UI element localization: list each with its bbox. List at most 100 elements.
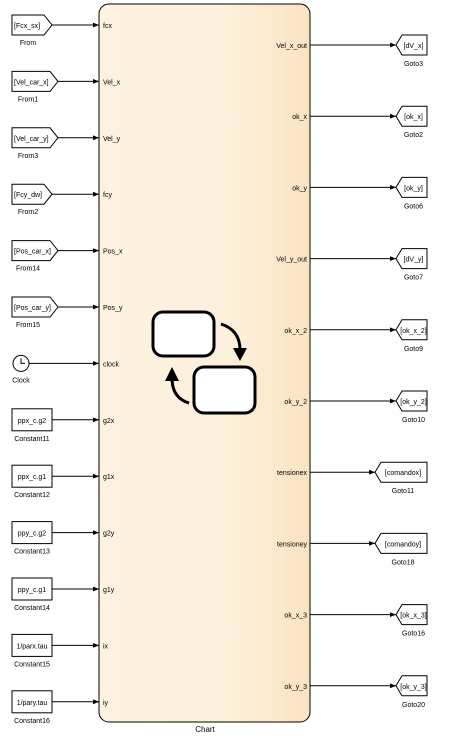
goto-block-tag: [ok_x] xyxy=(404,114,423,121)
constant-caption: Constant12 xyxy=(14,492,50,499)
chart-input-port-label: Pos_y xyxy=(103,305,123,312)
input-3: fcy [Fcy_dw] From2 xyxy=(11,183,112,216)
from-block[interactable]: [Pos_car_y] xyxy=(11,296,59,318)
from-block-tag: [Pos_car_x] xyxy=(14,249,51,256)
goto-block-tag: [dV_x] xyxy=(404,43,424,50)
constant-caption: Constant14 xyxy=(14,605,50,612)
from-block[interactable]: [Pos_car_x] xyxy=(11,240,59,262)
goto-block-caption: Goto6 xyxy=(404,203,423,210)
goto-block[interactable]: [dV_x] xyxy=(395,34,428,56)
constant-block[interactable]: ppy_c.g1 xyxy=(11,577,53,601)
input-2: Vel_y [Vel_car_y] From3 xyxy=(11,127,121,160)
chart-input-port-label: Vel_x xyxy=(103,79,121,86)
goto-block-caption: Goto18 xyxy=(392,559,415,566)
chart-output-port-label: Vel_y_out xyxy=(276,257,307,264)
output-2: ok_y [ok_y] Goto6 xyxy=(292,176,428,210)
output-7: tensioney[comandoy]Goto18 xyxy=(277,532,428,566)
constant-value: ppx_c.g1 xyxy=(18,474,47,481)
constant-value: ppy_c.g2 xyxy=(18,531,47,538)
goto-block-caption: Goto9 xyxy=(404,346,423,353)
from-block-tag: [Pos_car_y] xyxy=(14,305,51,312)
chart-block[interactable] xyxy=(98,3,311,723)
chart-caption: Chart xyxy=(195,725,215,734)
from-block-caption: From15 xyxy=(16,322,40,329)
goto-block[interactable]: [ok_x] xyxy=(395,105,428,127)
goto-block-caption: Goto11 xyxy=(392,488,415,495)
constant-caption: Constant16 xyxy=(14,718,50,725)
chart-input-port-label: Vel_y xyxy=(103,136,121,143)
clock-block[interactable] xyxy=(12,354,30,372)
constant-caption: Constant15 xyxy=(14,661,50,668)
clock-caption: Clock xyxy=(12,377,30,384)
constant-caption: Constant13 xyxy=(14,549,50,556)
goto-block[interactable]: [ok_y_2] xyxy=(395,390,428,412)
from-block-caption: From14 xyxy=(16,266,40,273)
from-block-caption: From3 xyxy=(18,153,38,160)
goto-block[interactable]: [dV_y] xyxy=(395,248,428,270)
from-block-caption: From xyxy=(20,40,37,47)
chart-input-port-label: Pos_x xyxy=(103,249,123,256)
constant-value: 1/pary.tau xyxy=(17,700,48,707)
goto-block[interactable]: [comandox] xyxy=(374,461,428,483)
output-4: ok_x_2[ok_x_2]Goto9 xyxy=(284,319,428,353)
goto-block[interactable]: [ok_y_3] xyxy=(395,675,428,697)
goto-block-tag: [comandoy] xyxy=(385,541,421,548)
constant-block[interactable]: ppy_c.g2 xyxy=(11,521,53,545)
output-9: ok_y_3[ok_y_3]Goto20 xyxy=(284,675,428,709)
from-block-tag: [Fcx_sx] xyxy=(14,23,40,30)
goto-block[interactable]: [comandoy] xyxy=(374,532,428,554)
from-block-caption: From2 xyxy=(18,209,38,216)
goto-block[interactable]: [ok_x_3] xyxy=(395,604,428,626)
stateflow-icon xyxy=(151,310,257,415)
from-block[interactable]: [Vel_car_x] xyxy=(11,70,59,92)
chart-output-port-label: ok_y xyxy=(292,185,307,192)
goto-block-tag: [ok_x_2] xyxy=(400,328,427,335)
chart-input-port-label: g1x xyxy=(103,474,115,481)
chart-input-port-label: fcy xyxy=(103,192,112,199)
goto-block-caption: Goto3 xyxy=(404,61,423,68)
goto-block[interactable]: [ok_x_2] xyxy=(395,319,428,341)
from-block-tag: [Vel_car_y] xyxy=(14,136,49,143)
from-block-tag: [Vel_car_x] xyxy=(14,79,49,86)
output-8: ok_x_3[ok_x_3]Goto16 xyxy=(284,604,428,638)
constant-block[interactable]: ppx_c.g2 xyxy=(11,408,53,432)
input-5: Pos_y [Pos_car_y] From15 xyxy=(11,296,123,329)
chart-input-port-label: fcx xyxy=(103,23,112,30)
chart-input-port-label: iy xyxy=(103,700,109,707)
chart-input-port-label: ix xyxy=(103,643,109,650)
goto-block-caption: Goto20 xyxy=(402,702,425,709)
output-3: Vel_y_out [dV_y] Goto7 xyxy=(276,248,428,282)
constant-value: ppy_c.g1 xyxy=(18,587,47,594)
from-block[interactable]: [Fcx_sx] xyxy=(11,14,53,36)
chart-input-port-label: clock xyxy=(103,361,119,368)
output-1: ok_x[ok_x]Goto2 xyxy=(292,105,428,139)
constant-block[interactable]: ppx_c.g1 xyxy=(11,464,53,488)
goto-block-tag: [dV_y] xyxy=(404,257,424,264)
constant-value: 1/parx.tau xyxy=(16,643,47,650)
from-block-tag: [Fcy_dw] xyxy=(14,192,42,199)
constant-block[interactable]: 1/pary.tau xyxy=(11,690,53,714)
chart-output-port-label: ok_y_2 xyxy=(284,399,307,406)
goto-block-caption: Goto2 xyxy=(404,132,423,139)
goto-block-tag: [ok_y_2] xyxy=(400,399,427,406)
goto-block-tag: [comandox] xyxy=(385,470,421,477)
goto-block-caption: Goto10 xyxy=(402,417,425,424)
constant-caption: Constant11 xyxy=(14,436,49,443)
output-5: ok_y_2 [ok_y_2] Goto10 xyxy=(284,390,428,424)
goto-block-caption: Goto16 xyxy=(402,631,425,638)
input-0: fcx [Fcx_sx] From xyxy=(11,14,112,47)
from-block[interactable]: [Vel_car_y] xyxy=(11,127,59,149)
from-block[interactable]: [Fcy_dw] xyxy=(11,183,53,205)
constant-value: ppx_c.g2 xyxy=(18,418,47,425)
constant-block[interactable]: 1/parx.tau xyxy=(11,633,53,657)
goto-block-caption: Goto7 xyxy=(404,275,423,282)
goto-block[interactable]: [ok_y] xyxy=(395,176,428,198)
goto-block-tag: [ok_y] xyxy=(404,185,423,192)
